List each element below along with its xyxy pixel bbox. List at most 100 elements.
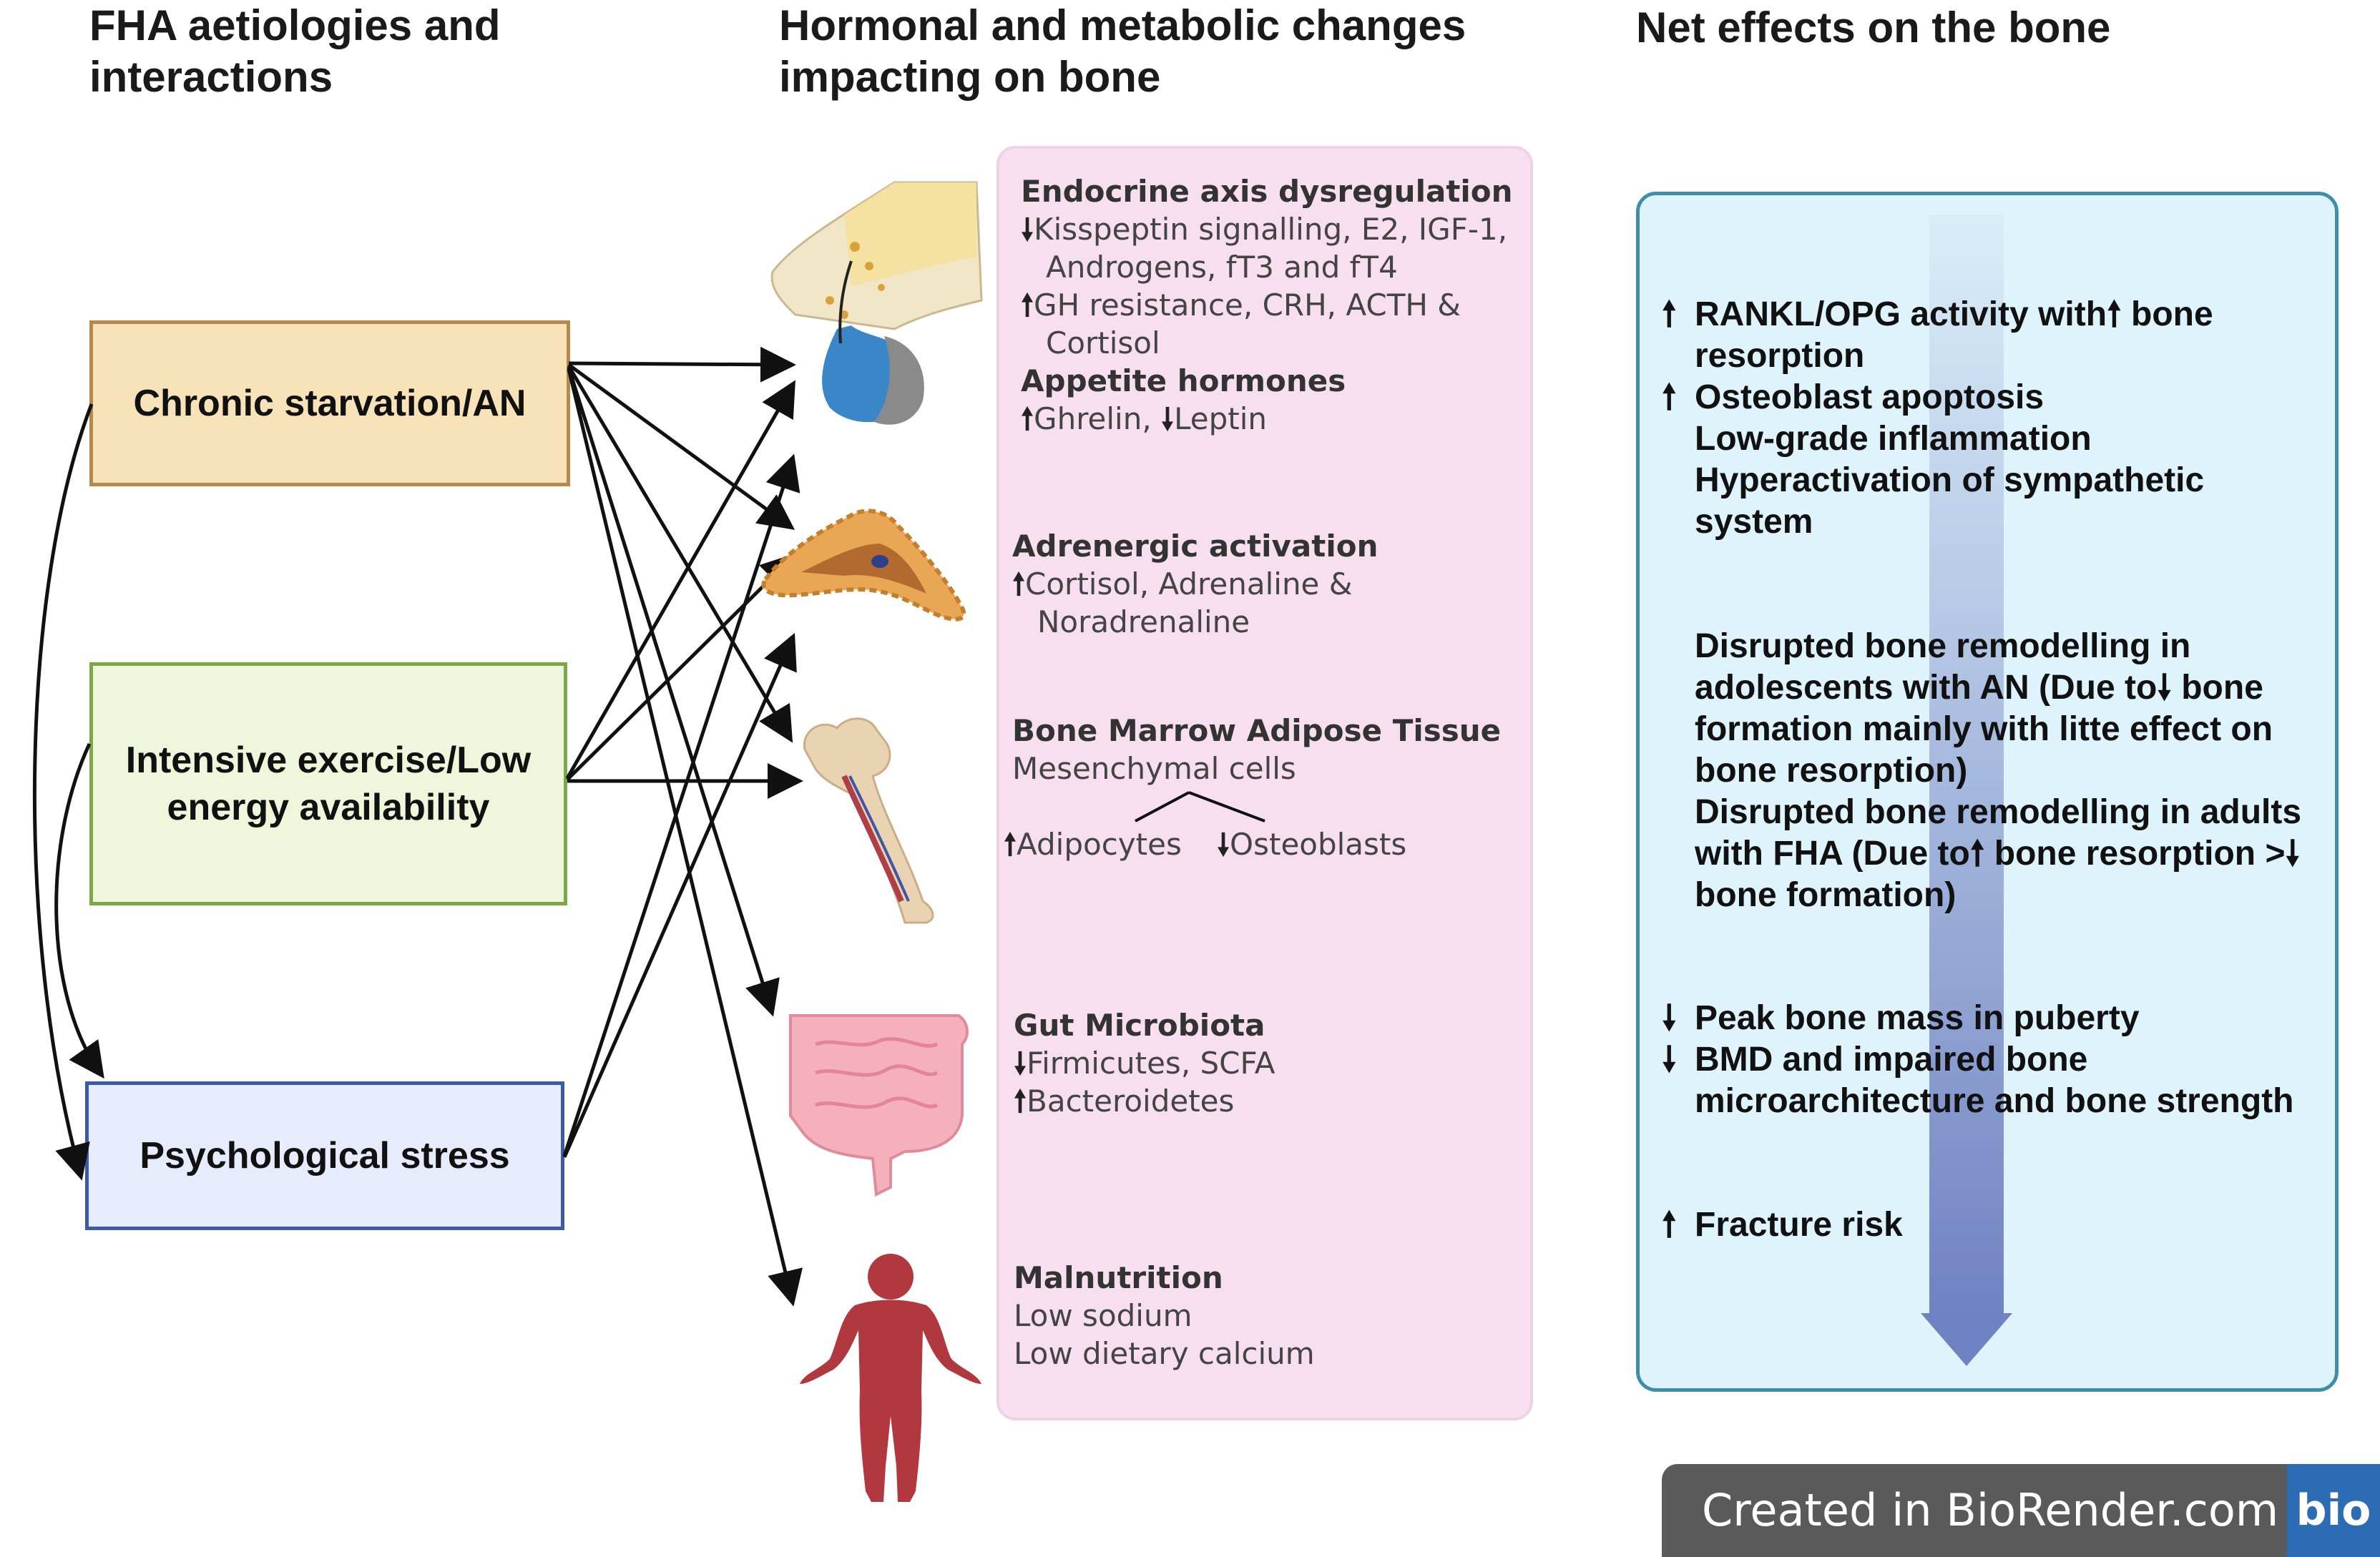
net-remodelling: Disrupted bone remodelling in adolescent… xyxy=(1695,626,2301,916)
biorender-text: Created in BioRender.com xyxy=(1702,1484,2279,1536)
bmat-title: Bone Marrow Adipose Tissue xyxy=(1012,713,1502,748)
down-arrow-icon: 🠗 xyxy=(1021,212,1034,247)
arrow-stress-pituitary xyxy=(562,453,800,1156)
cause-psychological-stress: Psychological stress xyxy=(85,1081,564,1230)
arrow-starvation-gut xyxy=(567,367,780,1017)
down-arrow-icon: 🠗 xyxy=(2285,835,2301,873)
net-peak: Peak bone mass in puberty xyxy=(1695,999,2140,1037)
appetite-title: Appetite hormones xyxy=(1021,363,1346,398)
net-adult-1: Disrupted bone remodelling in adults xyxy=(1695,793,2302,831)
net-adol-4: bone resorption) xyxy=(1695,752,1968,790)
net-rankl-a: RANKL/OPG activity with xyxy=(1695,295,2107,333)
malnutrition-title: Malnutrition xyxy=(1014,1260,1223,1295)
net-sympathetic-1: Hyperactivation of sympathetic xyxy=(1695,461,2205,499)
gut-line1: Firmicutes, SCFA xyxy=(1027,1046,1275,1081)
cause-chronic-starvation: Chronic starvation/AN xyxy=(89,320,570,486)
net-adult-2b: bone resorption > xyxy=(1984,835,2286,873)
biorender-logo-icon: bio xyxy=(2287,1464,2380,1557)
endocrine-title: Endocrine axis dysregulation xyxy=(1021,174,1513,209)
down-arrow-icon: 🠗 xyxy=(1217,827,1230,862)
net-fracture: 🠕 Fracture risk xyxy=(1662,1204,1903,1246)
biorender-watermark: Created in BioRender.com bio xyxy=(1662,1464,2380,1557)
malnutrition-block: Malnutrition Low sodium Low dietary calc… xyxy=(1014,1259,1315,1372)
arrow-starvation-bone xyxy=(567,365,793,743)
bmat-osteoblasts: 🠗Osteoblasts xyxy=(1217,825,1406,863)
heading-aetiologies: FHA aetiologies and interactions xyxy=(89,1,501,101)
cause-intensive-exercise: Intensive exercise/Low energy availabili… xyxy=(89,662,567,905)
endocrine-up-line2: Cortisol xyxy=(1046,325,1160,360)
arrow-exercise-adrenal xyxy=(566,552,798,781)
adrenergic-line2: Noradrenaline xyxy=(1037,604,1250,639)
down-arrow-icon: 🠗 xyxy=(1014,1046,1027,1081)
up-arrow-icon: 🠕 xyxy=(1662,378,1677,416)
arrow-exercise-stress-curve xyxy=(54,742,104,1079)
heading-hormonal-changes: Hormonal and metabolic changes impacting… xyxy=(779,1,1466,101)
hormonal-changes-panel xyxy=(996,146,1533,1420)
appetite-ghrelin: Ghrelin, xyxy=(1034,401,1162,436)
net-rankl-c: resorption xyxy=(1695,337,1865,375)
endocrine-down-line2: Androgens, fT3 and fT4 xyxy=(1046,250,1398,285)
net-fracture-text: Fracture risk xyxy=(1695,1206,1903,1244)
endocrine-down-line1: Kisspeptin signalling, E2, IGF-1, xyxy=(1034,212,1508,247)
arrow-starvation-stress-curve xyxy=(32,403,94,1181)
net-adol-2b: bone xyxy=(2171,669,2263,707)
endocrine-block: Endocrine axis dysregulation 🠗Kisspeptin… xyxy=(1021,172,1513,438)
down-arrow-icon: 🠗 xyxy=(2157,669,2172,707)
appetite-leptin: Leptin xyxy=(1174,401,1267,436)
heading-net-effects: Net effects on the bone xyxy=(1636,4,2111,51)
human-body-icon xyxy=(800,1254,981,1502)
net-sympathetic-2: system xyxy=(1695,503,1813,541)
arrow-starvation-pituitary xyxy=(568,346,796,383)
bmat-subtitle: Mesenchymal cells xyxy=(1012,751,1296,786)
adrenal-gland-icon xyxy=(761,509,966,622)
net-bmd-2: microarchitecture and bone strength xyxy=(1695,1082,2294,1120)
adrenergic-line1: Cortisol, Adrenaline & xyxy=(1025,566,1353,601)
arrow-starvation-adrenal xyxy=(567,363,795,530)
net-adult-3: bone formation) xyxy=(1695,876,1957,914)
endocrine-up-line1: GH resistance, CRH, ACTH & xyxy=(1034,288,1461,323)
net-adult-2a: with FHA (Due to xyxy=(1695,835,1970,873)
up-arrow-icon: 🠕 xyxy=(1004,827,1017,862)
intestine-icon xyxy=(789,1014,969,1197)
arrow-exercise-pituitary xyxy=(565,380,795,780)
net-rankl-b: bone xyxy=(2121,295,2213,333)
bmat-block: Bone Marrow Adipose Tissue Mesenchymal c… xyxy=(1012,712,1501,787)
up-arrow-icon: 🠕 xyxy=(2107,295,2122,333)
net-bone-mass: 🠗 Peak bone mass in puberty 🠗 BMD and impa… xyxy=(1662,998,2294,1122)
up-arrow-icon: 🠕 xyxy=(1014,1084,1027,1119)
osteoblasts-label: Osteoblasts xyxy=(1230,827,1407,862)
gut-block: Gut Microbiota 🠗Firmicutes, SCFA 🠕Bacter… xyxy=(1014,1006,1275,1120)
causal-arrows xyxy=(32,346,803,1307)
down-arrow-icon: 🠗 xyxy=(1161,401,1175,436)
net-adol-1: Disrupted bone remodelling in xyxy=(1695,627,2191,665)
net-rankl: 🠕RANKL/OPG activity with🠕 bone resorptio… xyxy=(1662,294,2213,543)
malnutrition-line1: Low sodium xyxy=(1014,1298,1193,1333)
net-adol-3: formation mainly with litte effect on xyxy=(1695,710,2273,748)
adipocytes-label: Adipocytes xyxy=(1017,827,1182,862)
pituitary-icon xyxy=(770,181,983,425)
bmat-branch xyxy=(1135,791,1265,822)
up-arrow-icon: 🠕 xyxy=(1969,835,1985,873)
net-inflammation: Low-grade inflammation xyxy=(1695,420,2092,458)
malnutrition-line2: Low dietary calcium xyxy=(1014,1336,1315,1371)
up-arrow-icon: 🠕 xyxy=(1021,288,1034,323)
up-arrow-icon: 🠕 xyxy=(1021,401,1034,436)
adrenergic-title: Adrenergic activation xyxy=(1012,529,1378,564)
timeline-gradient-arrow xyxy=(1921,215,2012,1366)
bmat-adipocytes: 🠕Adipocytes xyxy=(1004,825,1182,863)
down-arrow-icon: 🠗 xyxy=(1662,999,1677,1037)
arrow-starvation-body xyxy=(567,368,803,1307)
up-arrow-icon: 🠕 xyxy=(1662,295,1677,333)
gut-title: Gut Microbiota xyxy=(1014,1008,1265,1043)
net-osteoblast: Osteoblast apoptosis xyxy=(1695,378,2044,416)
adrenergic-block: Adrenergic activation 🠕Cortisol, Adrenal… xyxy=(1012,527,1378,641)
up-arrow-icon: 🠕 xyxy=(1662,1206,1677,1244)
femur-bone-icon xyxy=(803,717,934,924)
down-arrow-icon: 🠗 xyxy=(1662,1041,1677,1079)
gut-line2: Bacteroidetes xyxy=(1027,1084,1235,1119)
net-adol-2a: adolescents with AN (Due to xyxy=(1695,669,2158,707)
arrow-stress-adrenal xyxy=(562,632,797,1159)
net-bmd-1: BMD and impaired bone xyxy=(1695,1041,2088,1079)
up-arrow-icon: 🠕 xyxy=(1012,566,1026,601)
